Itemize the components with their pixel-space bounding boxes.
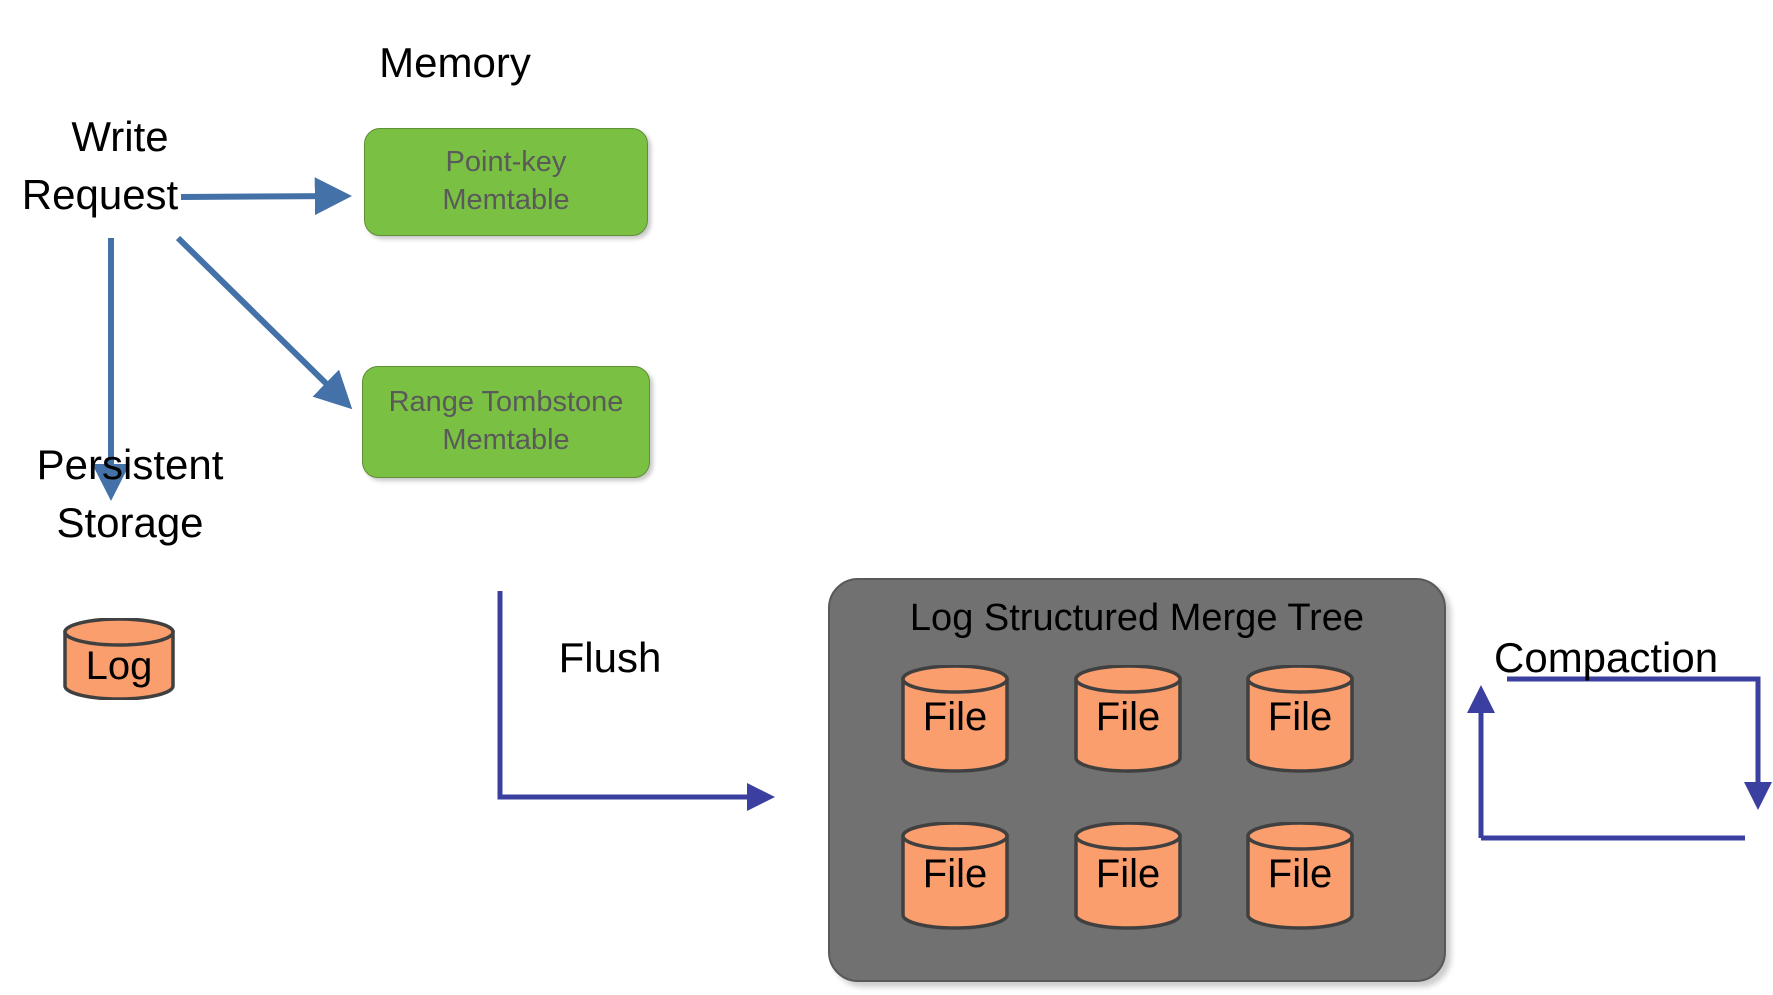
range-tombstone-memtable-box[interactable]: Range Tombstone Memtable	[362, 366, 650, 478]
write-request-label-line1: Write	[71, 113, 169, 160]
point-key-memtable-label: Point-key Memtable	[442, 146, 570, 216]
persistent-storage-label-line2: Storage	[56, 499, 204, 546]
lsm-file-cylinder-4[interactable]: File	[900, 822, 1010, 930]
arrow-write-to-range-tombstone-memtable	[175, 235, 353, 410]
compaction-label: Compaction	[1494, 634, 1719, 681]
flush-label: Flush	[558, 634, 662, 681]
lsm-file-cylinder-6[interactable]: File	[1245, 822, 1355, 930]
point-key-memtable-box[interactable]: Point-key Memtable	[364, 128, 648, 236]
write-request-label-line2: Request	[21, 171, 179, 218]
arrow-write-to-point-key-memtable	[180, 177, 352, 216]
lsm-file-cylinder-1[interactable]: File	[900, 665, 1010, 773]
lsm-file-cylinder-5[interactable]: File	[1073, 822, 1183, 930]
persistent-storage-label-line1: Persistent	[36, 441, 224, 488]
arrow-flush	[497, 591, 776, 812]
memory-label: Memory	[379, 39, 531, 86]
lsm-file-cylinder-3[interactable]: File	[1245, 665, 1355, 773]
lsm-file-cylinder-2[interactable]: File	[1073, 665, 1183, 773]
log-cylinder[interactable]: Log	[62, 618, 176, 700]
arrow-compaction-loop	[1467, 676, 1772, 841]
range-tombstone-memtable-label: Range Tombstone Memtable	[388, 386, 624, 456]
lsm-tree-title: Log Structured Merge Tree	[909, 597, 1365, 639]
